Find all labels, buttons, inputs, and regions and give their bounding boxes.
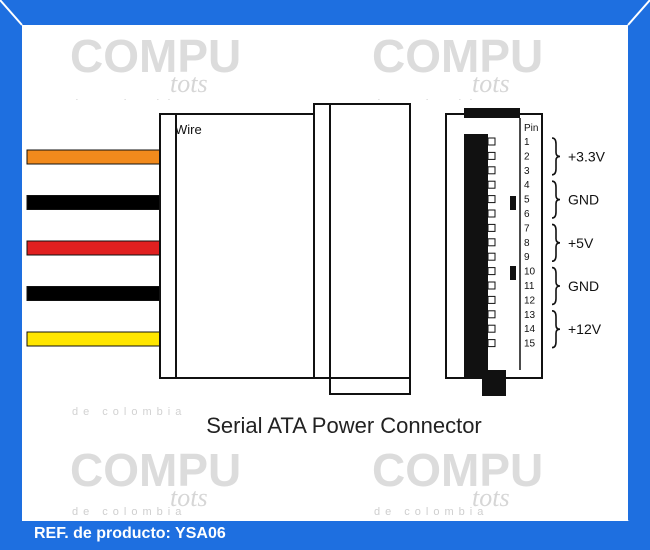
pin-group-label: +3.3V <box>568 148 606 164</box>
watermark-brand: COMPU <box>372 30 543 82</box>
pin-number: 10 <box>524 267 536 278</box>
watermark-script: tots <box>472 483 510 512</box>
connector-housing <box>159 113 321 379</box>
pin-contact <box>487 166 496 175</box>
frame-corner-tl <box>0 0 23 26</box>
connector-side-view: Wire <box>159 103 411 395</box>
pin-contact <box>487 252 496 261</box>
pin-group-brace <box>551 266 561 306</box>
face-top-key <box>464 108 520 118</box>
pin-number: 5 <box>524 195 530 206</box>
pin-groups: +3.3V GND +5V GND +12V <box>551 137 606 349</box>
pin-contact <box>487 180 496 189</box>
pin-contacts <box>487 137 496 348</box>
gnd-notch-bottom <box>510 266 516 280</box>
wire <box>26 149 161 165</box>
pin-contact <box>487 209 496 218</box>
pin-number: 13 <box>524 310 536 321</box>
footer-bar <box>0 521 650 550</box>
pin-contact <box>487 324 496 333</box>
frame-corner-tr <box>627 0 650 26</box>
wire <box>26 331 161 347</box>
pin-number: 12 <box>524 295 536 306</box>
pin-group-label: +5V <box>568 235 594 251</box>
pin-group-brace <box>551 223 561 262</box>
watermark-sub: de colombia <box>72 406 186 418</box>
pin-number: 6 <box>524 209 530 220</box>
watermark-script: tots <box>170 69 208 98</box>
watermark-brand: COMPU <box>70 444 241 496</box>
watermark-sub: de colombia <box>72 506 186 518</box>
pin-group-label: GND <box>568 278 599 294</box>
wires: 54321 <box>26 149 194 347</box>
gnd-notch-top <box>510 196 516 210</box>
pin-contact <box>487 151 496 160</box>
pin-number: 9 <box>524 252 530 263</box>
watermark-sub: de colombia <box>374 506 488 518</box>
housing-edge <box>159 113 177 379</box>
pin-group-brace <box>551 180 561 219</box>
watermark-1: COMPU tots de colombia <box>70 30 241 110</box>
pin-contact <box>487 137 496 146</box>
pin-number: 2 <box>524 151 530 162</box>
pin-group-label: GND <box>568 192 599 208</box>
wire-header: Wire <box>175 122 202 137</box>
face-bottom-tab <box>482 370 506 396</box>
face-blade <box>464 134 488 378</box>
product-reference: REF. de producto: YSA06 <box>34 525 226 542</box>
pin-contact <box>487 267 496 276</box>
pin-header: Pin <box>524 123 538 134</box>
wire <box>26 286 161 301</box>
pin-number: 14 <box>524 324 536 335</box>
diagram-title: Serial ATA Power Connector <box>206 413 482 438</box>
pin-number: 1 <box>524 137 530 148</box>
watermark-script: tots <box>472 69 510 98</box>
pin-contact <box>487 238 496 247</box>
wire <box>26 240 161 256</box>
pin-number: 3 <box>524 166 530 177</box>
pin-number: 8 <box>524 238 530 249</box>
pin-number: 11 <box>524 281 535 292</box>
pin-contact <box>487 223 496 232</box>
watermark-4: COMPU tots de colombia <box>372 444 543 518</box>
pin-group-brace <box>551 310 561 349</box>
pin-contact <box>487 339 496 348</box>
watermark-2: COMPU tots de colombia <box>372 30 543 110</box>
watermark-brand: COMPU <box>70 30 241 82</box>
pin-contact <box>487 195 496 204</box>
connector-plug <box>313 103 411 379</box>
pin-number: 4 <box>524 180 530 191</box>
pin-contact <box>487 310 496 319</box>
pin-group-brace <box>551 137 561 176</box>
watermark-3: COMPU tots de colombia <box>70 444 241 518</box>
pin-contact <box>487 281 496 290</box>
wire <box>26 195 161 210</box>
watermark-brand: COMPU <box>372 444 543 496</box>
pin-number: 7 <box>524 223 530 234</box>
plug-lip <box>329 377 411 395</box>
pin-contact <box>487 295 496 304</box>
pin-group-label: +12V <box>568 321 602 337</box>
watermark-script: tots <box>170 483 208 512</box>
pin-number: 15 <box>524 339 536 350</box>
